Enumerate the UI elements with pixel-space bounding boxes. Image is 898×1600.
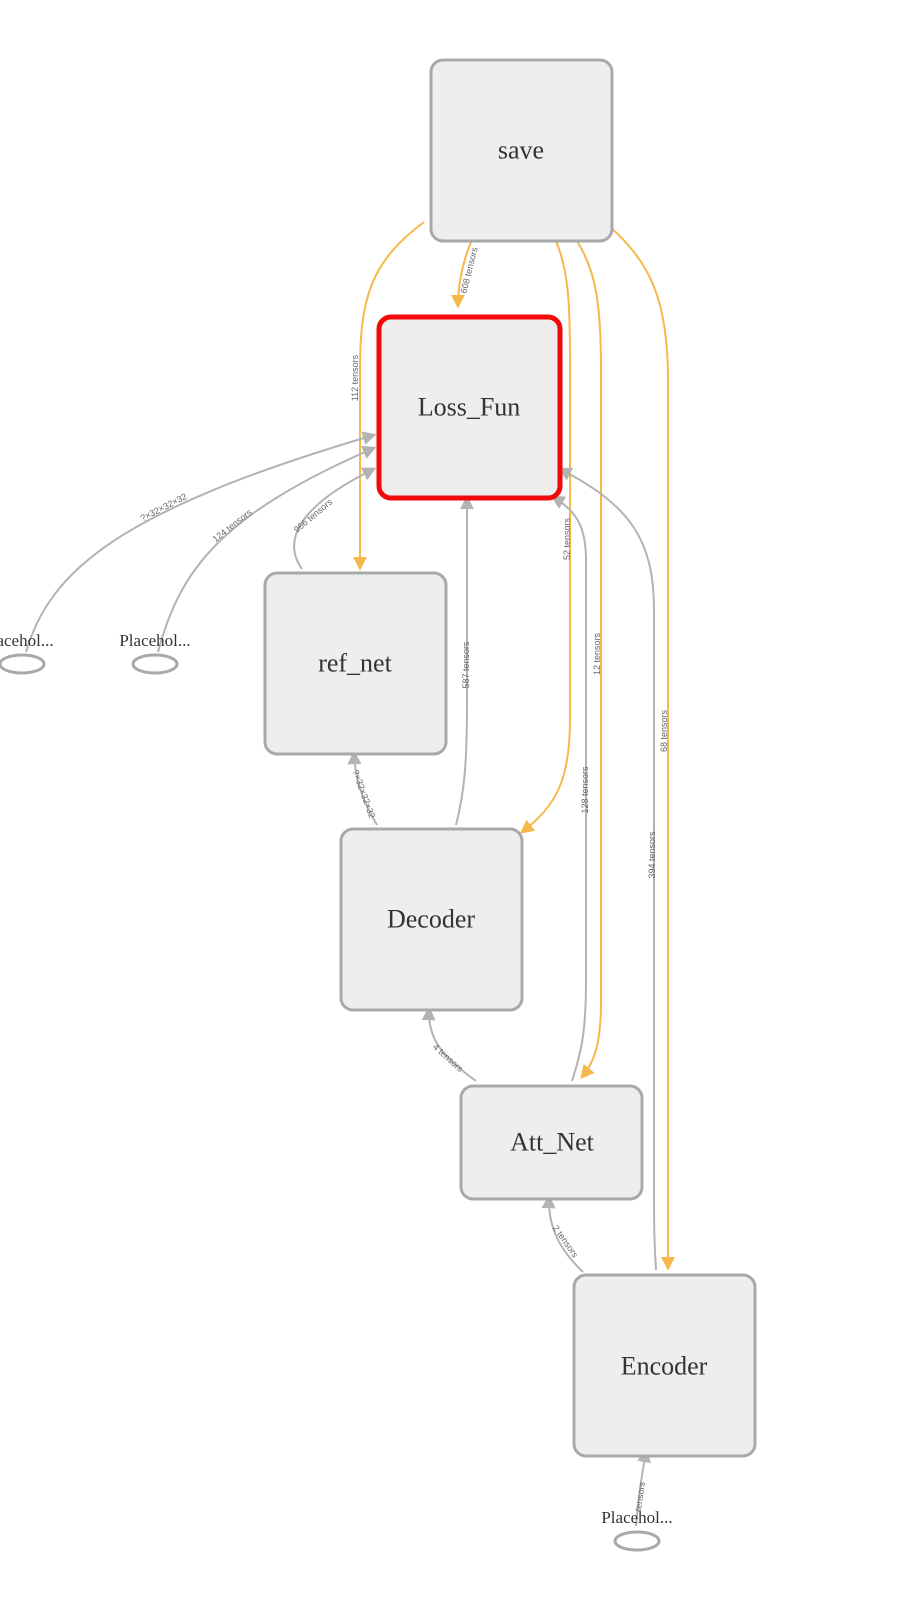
node-encoder-box bbox=[572, 1273, 757, 1458]
node-save-box bbox=[429, 58, 614, 243]
edge-label-decoder-to-ref-net: ?×32×32×32 bbox=[350, 768, 377, 819]
node-ref-net-box bbox=[263, 571, 448, 756]
node-encoder[interactable]: Encoder bbox=[572, 1273, 757, 1458]
edge-label-encoder-to-att-net: 2 tensors bbox=[551, 1223, 581, 1259]
node-ref-net[interactable]: ref_net bbox=[263, 571, 448, 756]
edge-placeholder-a-to-loss-fun[interactable] bbox=[25, 431, 377, 653]
edge-label-att-net-to-decoder: 4 tensors bbox=[431, 1042, 466, 1075]
edge-save-to-decoder[interactable] bbox=[519, 240, 571, 834]
placeholder-ellipse-left-a bbox=[0, 653, 46, 675]
node-att-net-label: Att_Net bbox=[510, 1128, 595, 1157]
edge-att-net-to-decoder[interactable] bbox=[421, 1006, 477, 1082]
placeholder-label-left-b: Placehol... bbox=[119, 631, 190, 650]
placeholder-node-left-a[interactable]: acehol... bbox=[0, 631, 54, 675]
edge-label-decoder-to-loss-fun: 587 tensors bbox=[461, 641, 471, 689]
edge-label-ref-net-to-loss-fun: 966 tensors bbox=[292, 496, 335, 534]
edge-label-save-to-ref-net: 112 tensors bbox=[350, 354, 360, 401]
edge-save-to-loss-fun[interactable] bbox=[451, 239, 473, 309]
edge-label-placeholder-b-to-loss-fun: 124 tensors bbox=[211, 507, 255, 544]
edge-label-save-to-att-net: 12 tensors bbox=[592, 632, 602, 675]
edge-label-placeholder-to-encoder: tensors bbox=[633, 1481, 647, 1512]
edge-decoder-to-ref-net[interactable] bbox=[347, 750, 378, 826]
node-loss-fun-box bbox=[376, 314, 563, 501]
edge-encoder-to-att-net[interactable] bbox=[541, 1194, 584, 1273]
placeholder-label-left-a: acehol... bbox=[0, 631, 54, 650]
edge-encoder-to-loss-fun[interactable] bbox=[557, 467, 657, 1271]
node-save[interactable]: save bbox=[429, 58, 614, 243]
node-decoder-box bbox=[339, 827, 524, 1012]
edge-save-to-ref-net[interactable] bbox=[353, 221, 425, 571]
edge-label-placeholder-a-to-loss-fun: ?×32×32×32 bbox=[139, 491, 189, 523]
edge-label-att-net-to-loss-fun: 128 tensors bbox=[580, 766, 590, 814]
node-encoder-label: Encoder bbox=[621, 1352, 708, 1381]
edge-label-save-to-decoder: 52 tensors bbox=[562, 517, 572, 560]
node-ref-net-label: ref_net bbox=[318, 649, 392, 678]
placeholder-ellipse-left-b bbox=[131, 653, 179, 675]
node-save-label: save bbox=[498, 136, 544, 165]
node-decoder-label: Decoder bbox=[387, 905, 475, 934]
placeholder-node-left-b[interactable]: Placehol... bbox=[119, 631, 191, 675]
edge-placeholder-to-encoder[interactable] bbox=[635, 1448, 651, 1527]
node-decoder[interactable]: Decoder bbox=[339, 827, 524, 1012]
placeholder-ellipse-bottom bbox=[613, 1530, 661, 1552]
placeholder-label-bottom: Placehol... bbox=[601, 1508, 672, 1527]
node-loss-fun[interactable]: Loss_Fun bbox=[376, 314, 563, 501]
placeholder-node-bottom[interactable]: Placehol... bbox=[601, 1508, 673, 1552]
edge-label-save-to-encoder: 68 tensors bbox=[659, 709, 669, 752]
node-att-net-box bbox=[459, 1084, 644, 1201]
edge-label-encoder-to-loss-fun: 394 tensors bbox=[647, 831, 657, 879]
edge-save-to-att-net[interactable] bbox=[576, 240, 602, 1080]
edge-att-net-to-loss-fun[interactable] bbox=[550, 495, 587, 1082]
edge-ref-net-to-loss-fun[interactable] bbox=[293, 467, 377, 570]
edge-decoder-to-loss-fun[interactable] bbox=[455, 495, 474, 826]
edge-placeholder-b-to-loss-fun[interactable] bbox=[157, 446, 377, 653]
node-att-net[interactable]: Att_Net bbox=[459, 1084, 644, 1201]
edge-save-to-encoder[interactable] bbox=[608, 225, 675, 1271]
node-loss-fun-label: Loss_Fun bbox=[418, 393, 521, 422]
